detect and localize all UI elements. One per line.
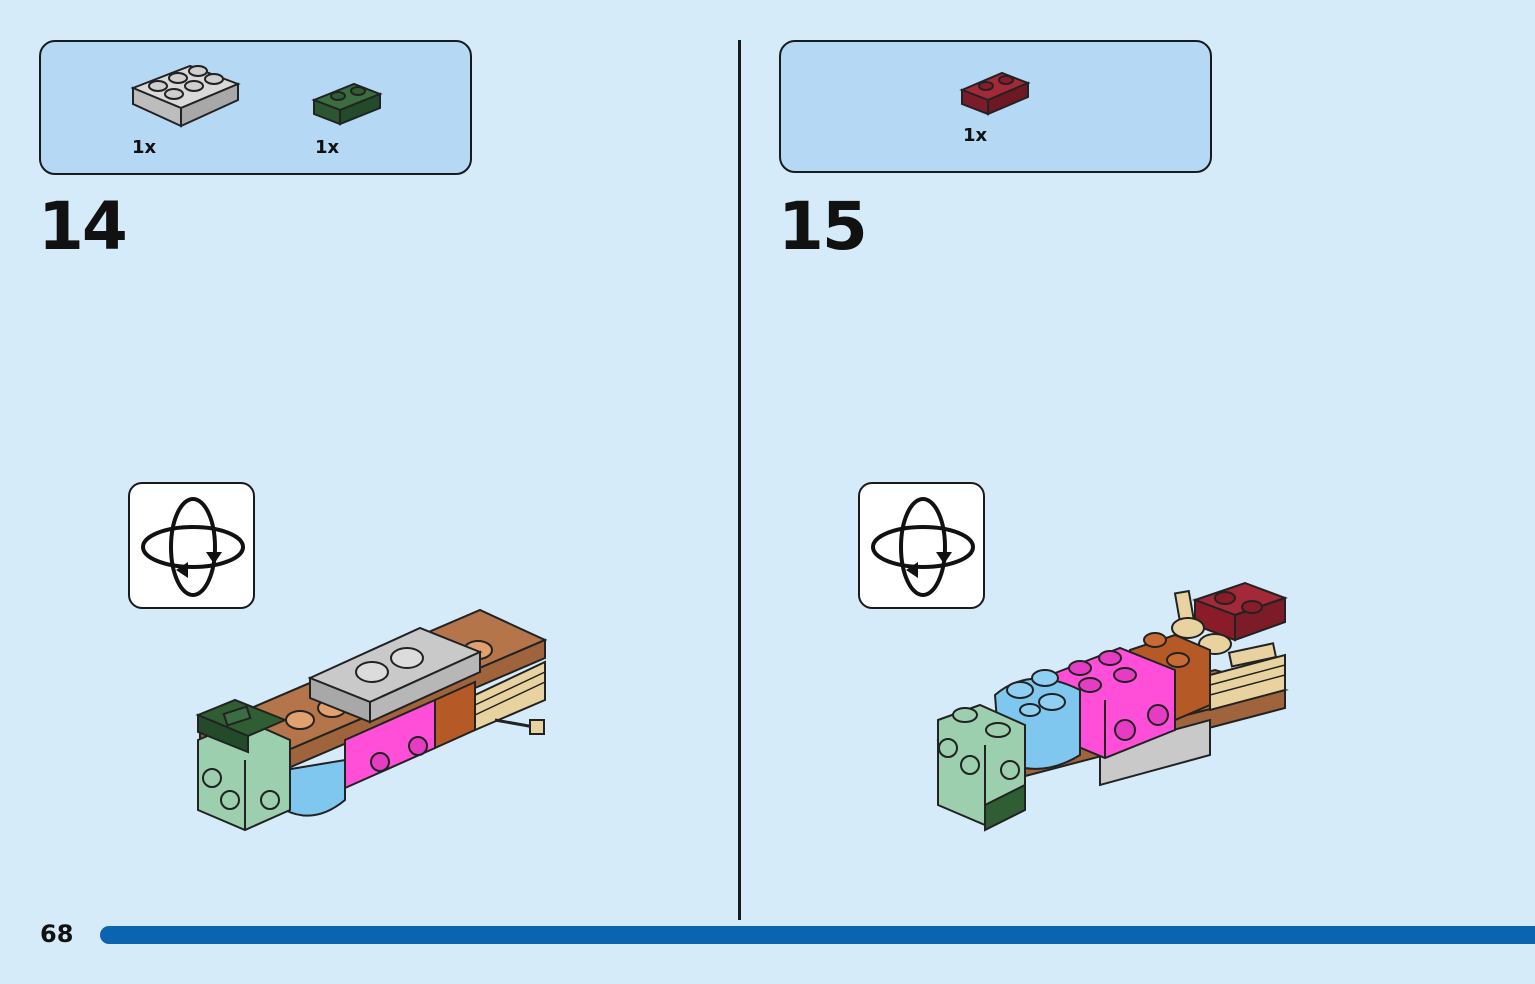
model-step-15: [936, 581, 1289, 832]
rotate-model-callout: [858, 482, 985, 609]
parts-callout-step-14: [39, 40, 472, 175]
model-step-14: [195, 608, 548, 832]
plate-1x2-dark-green-icon: [311, 82, 383, 126]
step-number-14: 14: [38, 188, 128, 265]
step-number-15: 15: [778, 188, 868, 265]
part-quantity: 1x: [315, 137, 340, 158]
rotate-model-icon: [141, 497, 245, 597]
step-divider: [738, 40, 741, 920]
rotate-model-icon: [871, 497, 975, 597]
part-quantity: 1x: [132, 137, 157, 158]
plate-2x3-light-grey-icon: [130, 64, 241, 128]
part-quantity: 1x: [963, 125, 988, 146]
page-number: 68: [40, 920, 74, 948]
progress-bar: [100, 926, 1535, 944]
plate-1x2-dark-red-icon: [959, 71, 1031, 116]
rotate-model-callout: [128, 482, 255, 609]
